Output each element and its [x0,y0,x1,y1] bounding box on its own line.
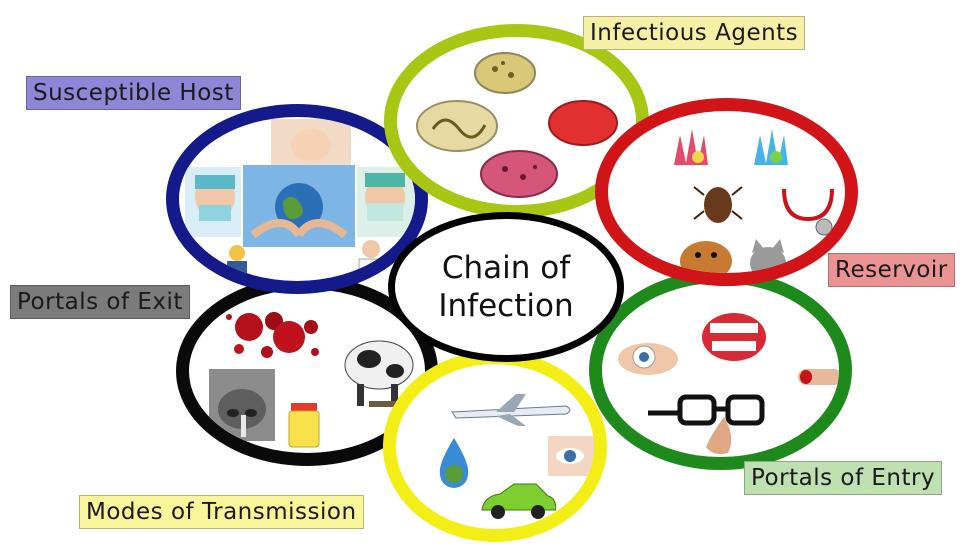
urine-sample-image [285,401,323,449]
eye-drop-image [548,436,600,476]
car-image [476,480,556,522]
label-susceptible-host: Susceptible Host [26,76,241,110]
earth-hands-image [243,165,355,247]
petri-dish-pink-image [479,149,559,199]
petri-dish-streak-image [415,99,499,153]
label-portals-of-exit: Portals of Exit [10,285,190,319]
masked-doctor-image [357,167,415,237]
baby-image [271,119,351,167]
painted-hands-image [664,117,814,167]
finger-image [798,365,842,389]
label-reservoir: Reservoir [828,253,955,287]
petri-dish-yellow-image [473,51,537,95]
chain-of-infection-center: Chain of Infection [388,212,624,362]
modes-of-transmission-ring [383,351,607,542]
dog-image [674,233,738,283]
water-drop-image [436,436,472,488]
label-modes-of-transmission: Modes of Transmission [79,495,364,529]
eye-in-hand-image [614,333,684,379]
cat-image [744,235,792,281]
mouth-teeth-image [698,305,770,369]
nose-image [209,369,275,441]
center-title-line-1: Chain of [442,249,570,287]
reservoir-ring [595,98,858,286]
worker-image [221,243,253,279]
petri-dish-red-image [547,99,619,147]
surgeon-image [185,167,241,237]
glasses-nose-image [648,387,778,459]
center-title-line-2: Infection [438,287,573,325]
label-infectious-agents: Infectious Agents [583,16,805,50]
stethoscope-image [774,183,840,239]
cockroach-image [692,181,744,227]
airplane-image [446,392,576,428]
portals-of-entry-ring [589,270,852,470]
blood-splatter-image [219,297,329,369]
nurse-image [351,237,391,279]
label-portals-of-entry: Portals of Entry [744,461,942,495]
